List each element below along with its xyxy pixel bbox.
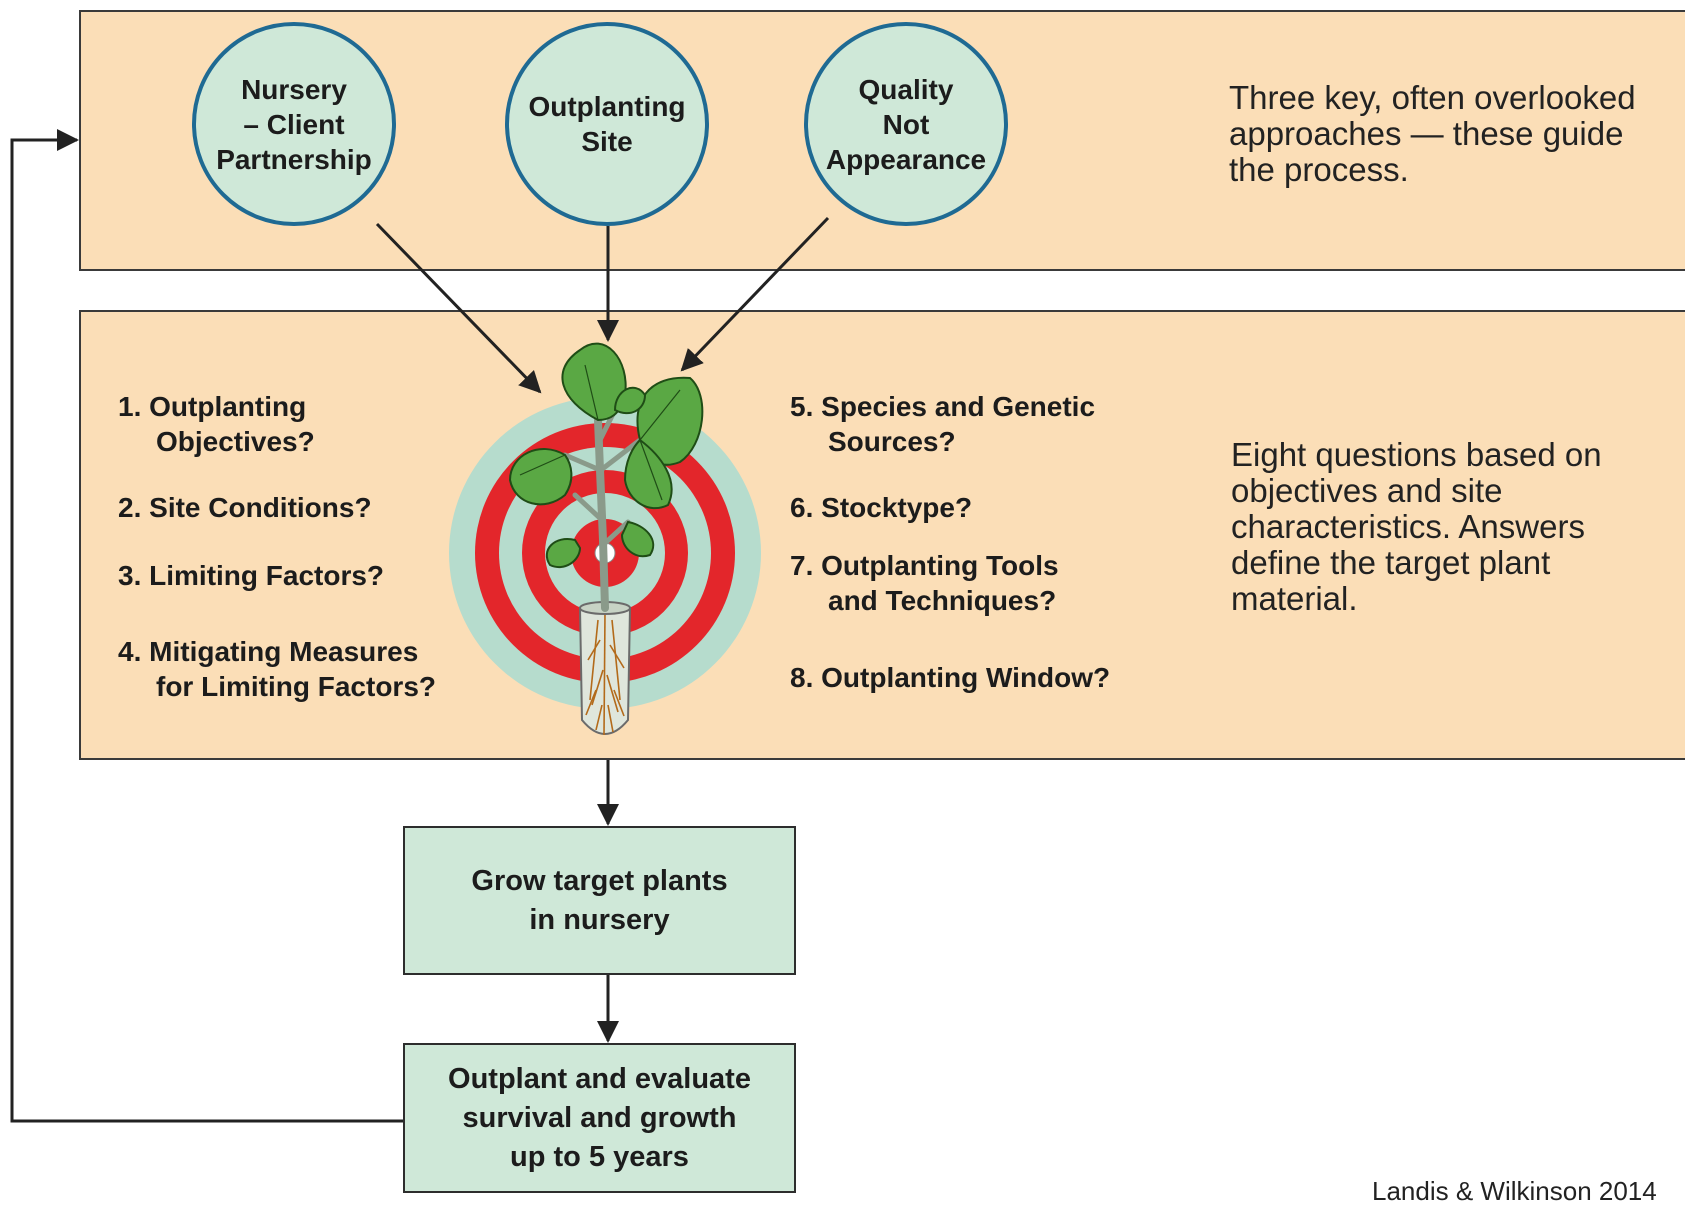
questions-panel — [79, 310, 1685, 760]
question-text: Site Conditions? — [149, 492, 372, 523]
source-credit: Landis & Wilkinson 2014 — [1372, 1176, 1657, 1206]
seedling-stem — [594, 416, 609, 612]
approach-circle-quality: Quality Not Appearance — [804, 22, 1008, 226]
question-item: 2. Site Conditions? — [118, 490, 372, 525]
feedback-loop-arrow — [10, 129, 403, 1123]
question-number: 5. — [790, 391, 814, 422]
grow-plants-label: Grow target plants in nursery — [471, 864, 728, 936]
question-text-cont: Objectives? — [156, 426, 315, 457]
leaf — [623, 438, 673, 510]
target-seedling-icon — [449, 342, 761, 736]
question-number: 4. — [118, 636, 142, 667]
question-text: Limiting Factors? — [149, 560, 385, 591]
question-number: 6. — [790, 492, 814, 523]
question-item: 8. Outplanting Window? — [790, 660, 1110, 695]
outplant-evaluate-label: Outplant and evaluate survival and growt… — [448, 1062, 751, 1173]
question-text: Outplanting Tools — [821, 550, 1059, 581]
approach-label: Outplanting Site — [528, 91, 686, 157]
arrow-quality-to-target — [680, 216, 830, 372]
leaf — [545, 538, 582, 568]
question-text: Mitigating Measures — [149, 636, 419, 667]
leaf — [613, 386, 647, 415]
question-item: 5. Species and Genetic Sources? — [790, 389, 1095, 459]
approaches-note: Three key, often overlooked approaches —… — [1229, 79, 1636, 188]
question-item: 3. Limiting Factors? — [118, 558, 384, 593]
question-text-cont: for Limiting Factors? — [156, 671, 436, 702]
approach-label: Quality Not Appearance — [825, 73, 987, 175]
leaf — [620, 520, 655, 558]
approach-circle-partnership: Nursery – Client Partnership — [192, 22, 396, 226]
leaf — [508, 448, 573, 506]
arrow-partnership-to-target — [375, 222, 542, 394]
approach-circle-site: Outplanting Site — [505, 22, 709, 226]
questions-note: Eight questions based on objectives and … — [1231, 436, 1602, 617]
question-item: 4. Mitigating Measures for Limiting Fact… — [118, 634, 436, 704]
question-number: 7. — [790, 550, 814, 581]
approach-label: Nursery – Client Partnership — [216, 73, 372, 175]
question-item: 7. Outplanting Tools and Techniques? — [790, 548, 1059, 618]
question-item: 1. Outplanting Objectives? — [118, 389, 315, 459]
question-number: 1. — [118, 391, 142, 422]
question-text: Species and Genetic — [821, 391, 1096, 422]
question-text: Outplanting — [149, 391, 307, 422]
grow-plants-box: Grow target plants in nursery — [403, 826, 796, 975]
outplant-evaluate-box: Outplant and evaluate survival and growt… — [403, 1043, 796, 1193]
question-text-cont: and Techniques? — [828, 585, 1057, 616]
question-number: 2. — [118, 492, 142, 523]
question-number: 8. — [790, 662, 814, 693]
question-text: Outplanting Window? — [821, 662, 1111, 693]
question-text-cont: Sources? — [828, 426, 956, 457]
question-text: Stocktype? — [821, 492, 973, 523]
question-number: 3. — [118, 560, 142, 591]
question-item: 6. Stocktype? — [790, 490, 972, 525]
